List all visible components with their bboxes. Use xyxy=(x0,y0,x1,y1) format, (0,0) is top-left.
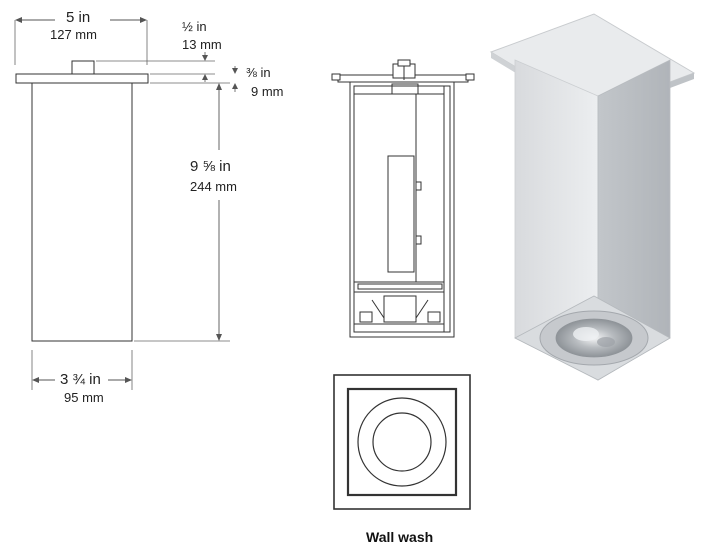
width-mm-label: 127 mm xyxy=(50,27,97,42)
product-render xyxy=(489,13,696,381)
top-cap-in-label: ½ in xyxy=(182,19,207,34)
height-in-label: 9 ⅝ in xyxy=(190,158,231,175)
flange-mm-label: 9 mm xyxy=(251,84,284,99)
body-mm-label: 95 mm xyxy=(64,390,104,405)
bottom-view xyxy=(333,374,471,510)
width-in-label: 5 in xyxy=(66,9,90,26)
flange-in-label: ⅜ in xyxy=(246,65,271,80)
height-mm-label: 244 mm xyxy=(190,179,237,194)
side-elevation: 5 in 127 mm ½ in 13 mm ⅜ in 9 mm 9 ⅝ in xyxy=(14,9,284,405)
section-view xyxy=(331,59,475,338)
caption-label: Wall wash xyxy=(366,529,433,545)
body-in-label: 3 ¾ in xyxy=(60,371,101,388)
top-cap-mm-label: 13 mm xyxy=(182,37,222,52)
